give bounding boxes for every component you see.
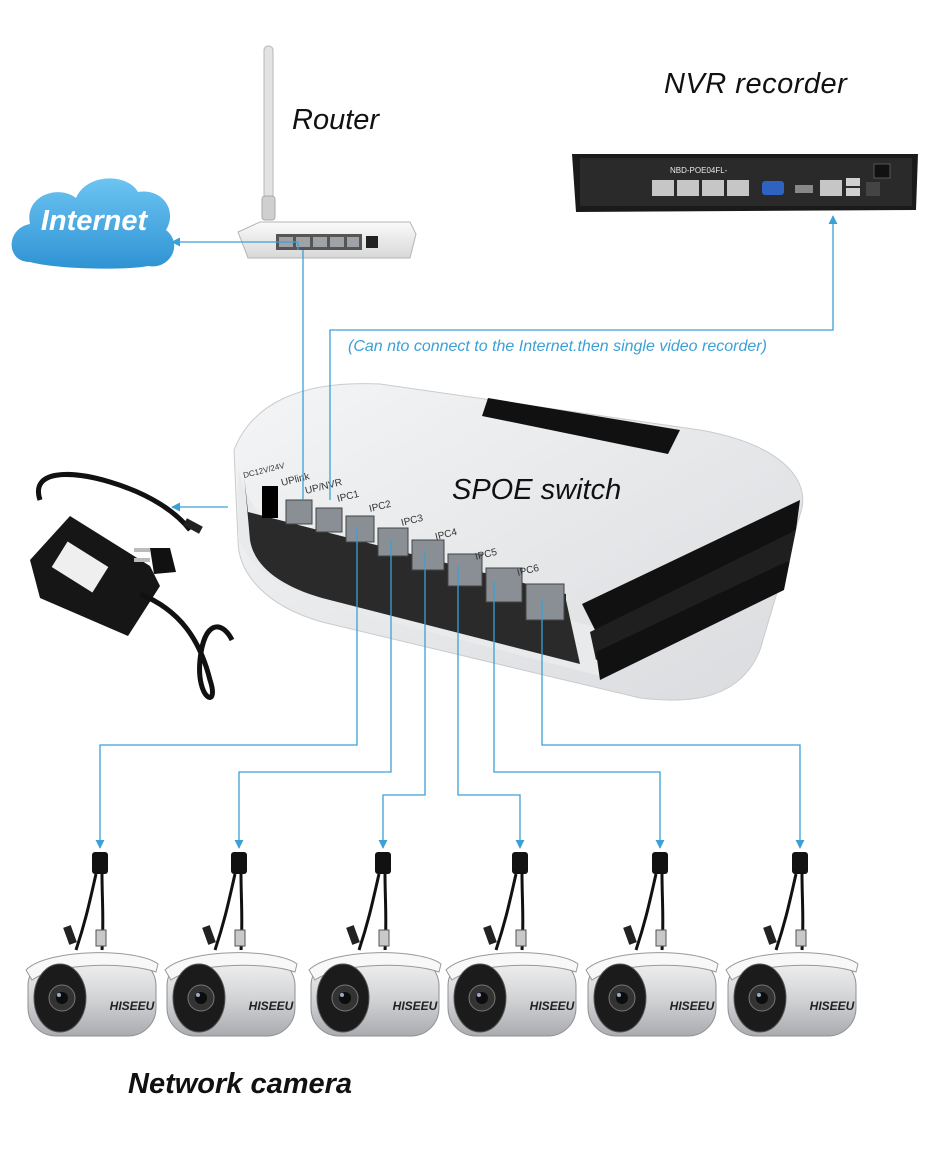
router-label: Router bbox=[292, 104, 379, 137]
switch-label: SPOE switch bbox=[452, 474, 621, 507]
router-device bbox=[238, 46, 416, 258]
network-camera-6: HISEEU bbox=[726, 852, 858, 1036]
camera-brand-label: HISEEU bbox=[530, 999, 575, 1013]
network-camera-4: HISEEU bbox=[446, 852, 578, 1036]
camera-brand-label: HISEEU bbox=[393, 999, 438, 1013]
nvr-recorder: NBD-POE04FL- bbox=[572, 154, 918, 212]
nvr-note-label: (Can nto connect to the Internet.then si… bbox=[348, 338, 767, 356]
camera-brand-label: HISEEU bbox=[249, 999, 294, 1013]
spoe-switch: DC12V/24V UPlink UP/NVR IPC1 IPC2 IPC3 I… bbox=[234, 384, 803, 701]
camera-brand-label: HISEEU bbox=[810, 999, 855, 1013]
nvr-label: NVR recorder bbox=[664, 68, 847, 101]
camera-brand-label: HISEEU bbox=[110, 999, 155, 1013]
nvr-model-label: NBD-POE04FL- bbox=[670, 166, 728, 175]
network-camera-5: HISEEU bbox=[586, 852, 718, 1036]
network-camera-3: HISEEU bbox=[309, 852, 441, 1036]
internet-label: Internet bbox=[41, 205, 149, 237]
network-camera-2: HISEEU bbox=[165, 852, 297, 1036]
power-adapter bbox=[30, 475, 232, 698]
network-camera-label: Network camera bbox=[128, 1068, 352, 1101]
camera-row: HISEEU HISEEU HISEEU HISEEU HISEEU HISEEU bbox=[26, 852, 858, 1036]
camera-brand-label: HISEEU bbox=[670, 999, 715, 1013]
network-camera-1: HISEEU bbox=[26, 852, 158, 1036]
internet-cloud: Internet bbox=[12, 178, 175, 268]
